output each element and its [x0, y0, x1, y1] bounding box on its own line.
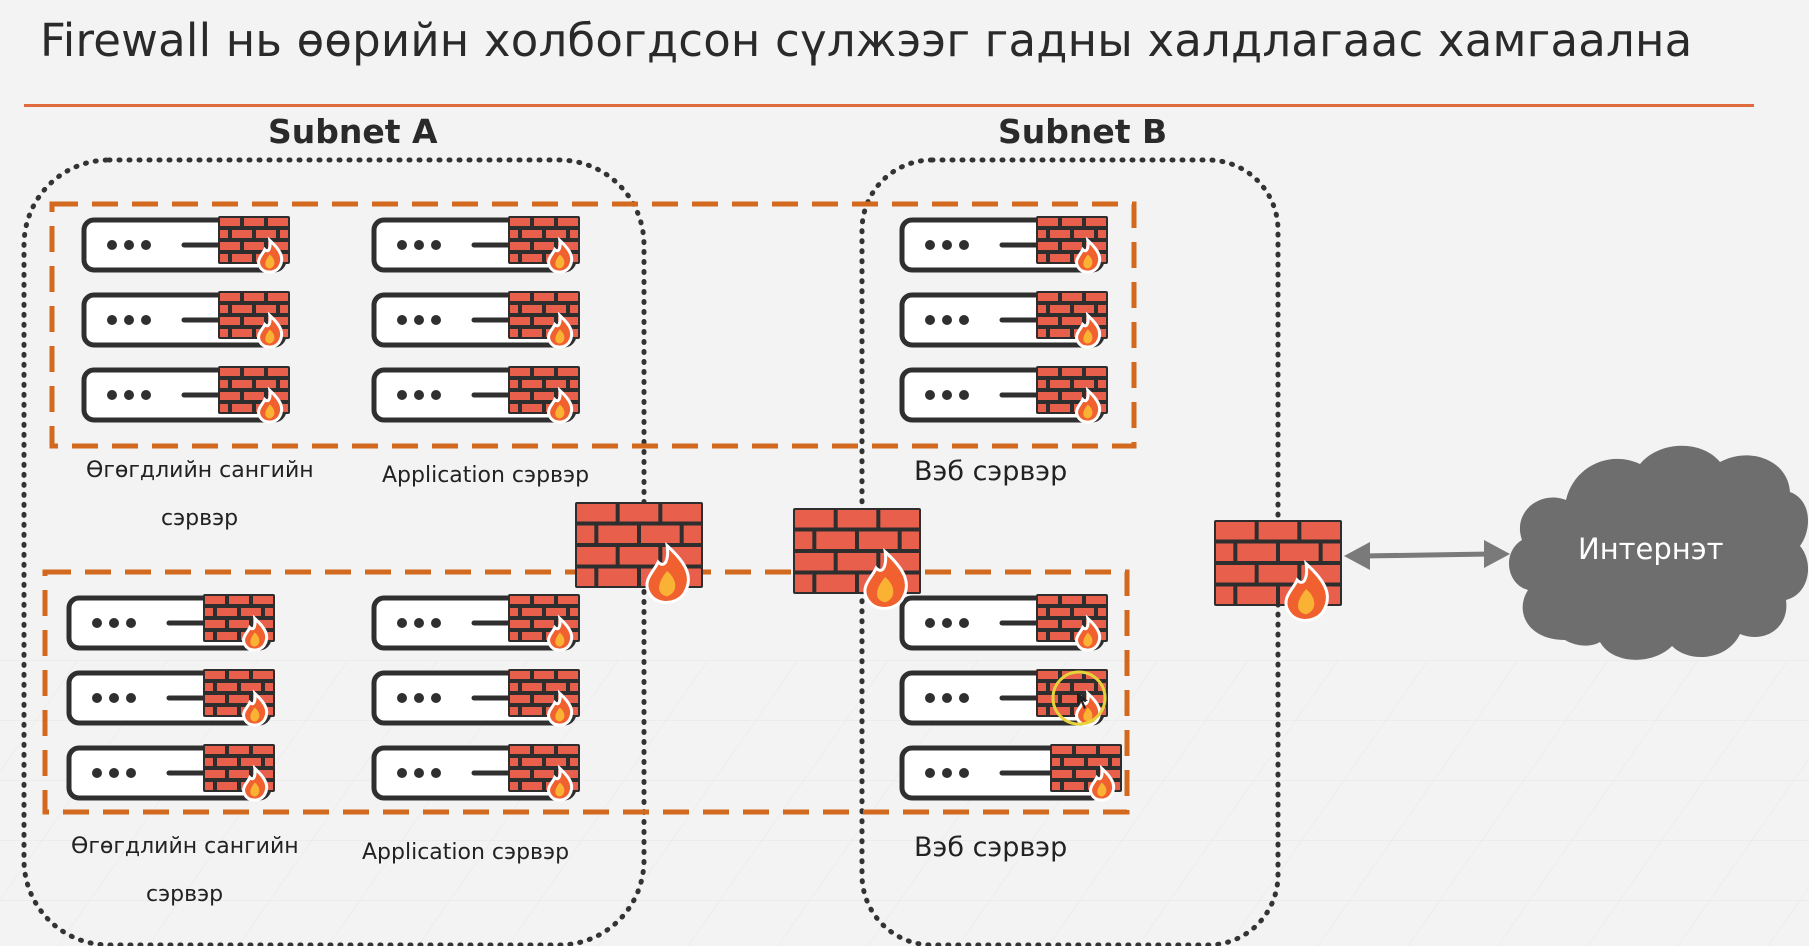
db-top-server-icon [81, 216, 290, 274]
firewall-icon [218, 216, 290, 274]
firewall-icon [203, 594, 275, 652]
app-bottom-label: Application сэрвэр [362, 840, 570, 865]
firewall-icon [508, 594, 580, 652]
web-top-server-icon [899, 216, 1108, 274]
internet-label: Интернэт [1578, 532, 1724, 566]
firewall-icon [1036, 216, 1108, 274]
firewall-icon [508, 291, 580, 349]
firewall-icon [508, 669, 580, 727]
app-bottom-server-icon [371, 594, 580, 652]
app-top-label: Application сэрвэр [382, 463, 590, 488]
firewall-icon [1214, 520, 1342, 622]
firewall-icon [218, 366, 290, 424]
web-bottom-label: Вэб сэрвэр [914, 832, 1068, 863]
page-title: Firewall нь өөрийн холбогдсон сүлжээг га… [40, 14, 1693, 67]
firewall-icon [575, 502, 703, 604]
subnet-a-title: Subnet A [268, 112, 438, 151]
title-divider [24, 104, 1754, 107]
app-bottom-server-icon [371, 744, 580, 802]
app-top-server-icon [371, 366, 580, 424]
db-top-server-icon [81, 291, 290, 349]
firewall-icon [1050, 744, 1122, 802]
firewall-icon [508, 366, 580, 424]
web-bottom-server-icon [899, 744, 1122, 802]
app-top-server-icon [371, 291, 580, 349]
web-top-label: Вэб сэрвэр [914, 456, 1068, 487]
web-bottom-server-icon [899, 594, 1108, 652]
firewalls-layer [575, 502, 1342, 622]
firewall-icon [1036, 594, 1108, 652]
firewall-icon [793, 508, 921, 610]
db-top-label-line2: сэрвэр [161, 506, 239, 531]
db-bottom-server-icon [66, 669, 275, 727]
firewall-icon [203, 669, 275, 727]
firewall-icon [218, 291, 290, 349]
servers-layer [66, 216, 1122, 802]
db-bottom-server-icon [66, 594, 275, 652]
double-arrow-icon [1344, 540, 1510, 570]
firewall-icon [1036, 291, 1108, 349]
firewall-icon [508, 744, 580, 802]
web-top-server-icon [899, 291, 1108, 349]
db-top-label-line1: Өгөгдлийн сангийн [86, 458, 314, 483]
cursor-highlight [1051, 670, 1107, 726]
subnet-b-title: Subnet B [998, 112, 1168, 151]
cloud-icon [1509, 445, 1809, 660]
firewall-icon [1036, 366, 1108, 424]
db-top-server-icon [81, 366, 290, 424]
app-bottom-server-icon [371, 669, 580, 727]
app-top-server-icon [371, 216, 580, 274]
db-bottom-server-icon [66, 744, 275, 802]
firewall-icon [508, 216, 580, 274]
db-bottom-label-line2: сэрвэр [146, 882, 224, 907]
web-top-server-icon [899, 366, 1108, 424]
mouse-cursor-icon [1077, 692, 1088, 709]
top-tier-frame [49, 201, 1137, 449]
db-bottom-label-line1: Өгөгдлийн сангийн [71, 834, 299, 859]
firewall-icon [203, 744, 275, 802]
